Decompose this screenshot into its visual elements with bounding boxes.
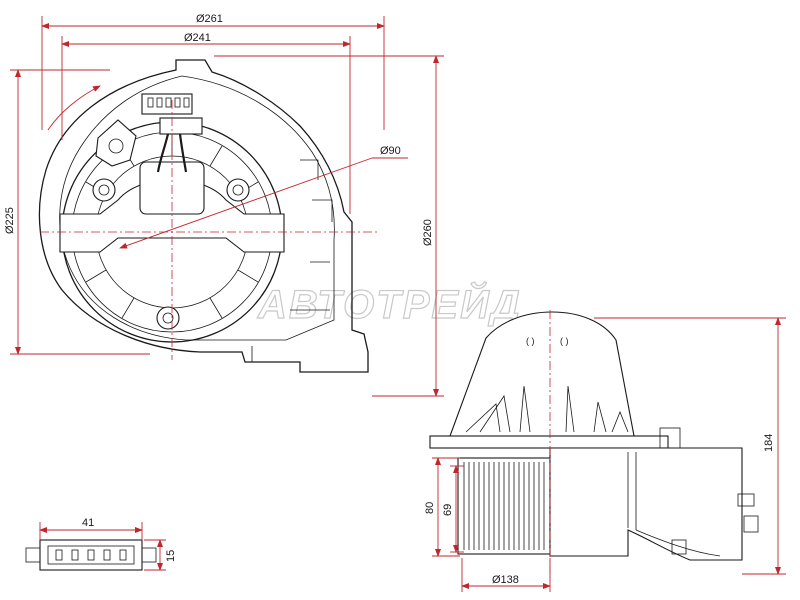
motor-wires [156,133,188,173]
connector-terminals [55,549,127,561]
resistor-module-cap [108,138,124,154]
terminal-block [159,117,203,135]
watermark-text: АВТОТРЕЙД [257,280,522,327]
connector-block [141,93,193,115]
blower-housing [549,447,743,561]
dimension-side-wheel-diameter [461,558,551,592]
side-view: ( ) ( ) 184 80 [424,310,786,592]
rotation-arrow [47,85,101,131]
dimension-label-connector-height: 15 [165,550,177,562]
dimension-side-total [594,317,786,575]
dimension-label-connector-width: 41 [82,517,94,529]
dimension-housing-height [214,55,444,397]
dimension-front-inner [61,36,351,214]
screw-bosses [92,178,250,330]
dimension-leader-hub [119,157,373,249]
wheel-blades [463,462,545,550]
dimension-side-fan [432,457,460,557]
connector-latch-right [141,547,157,563]
dome-mark-left: ( ) [526,336,535,346]
housing-step [627,452,637,530]
dimension-side-wheel [450,465,464,553]
dimension-label-side-fan: 80 [424,502,436,514]
connector-inner [47,545,135,565]
dimension-label-front-outer: Ø261 [196,13,223,25]
dimension-label-side-total: 184 [763,434,775,452]
housing-fins [251,159,333,362]
cooling-fins [465,385,629,433]
housing-inner-scroll [59,75,335,341]
dimension-label-front-inner: Ø241 [184,32,211,44]
dome-mark-right: ( ) [560,336,569,346]
connector-detail: 41 15 [25,517,177,571]
connector-latch-left [25,547,41,563]
dimension-label-side-wheel: 69 [442,504,454,516]
connector-body [39,539,143,571]
dimension-connector-height [144,539,166,571]
motor-flange [429,435,669,449]
dimension-label-hub: Ø90 [380,145,401,157]
housing-clip-bottom [743,515,759,533]
housing-clip-top [737,493,755,507]
dimension-front-outer [41,16,385,130]
dimension-connector-width [39,522,143,540]
housing-foot [671,539,687,555]
housing-outline [38,59,369,373]
resistor-module [95,119,137,167]
dimension-label-front-height: Ø225 [4,207,16,234]
dimension-label-side-wheel-diameter: Ø138 [492,574,519,586]
motor-dome [449,311,635,437]
dimension-front-height [10,69,150,355]
housing-curve [635,529,721,557]
front-view: Ø261 Ø241 Ø90 Ø225 Ø260 [4,13,444,397]
dimension-label-housing-height: Ø260 [422,219,434,246]
connector-pins [147,97,190,108]
